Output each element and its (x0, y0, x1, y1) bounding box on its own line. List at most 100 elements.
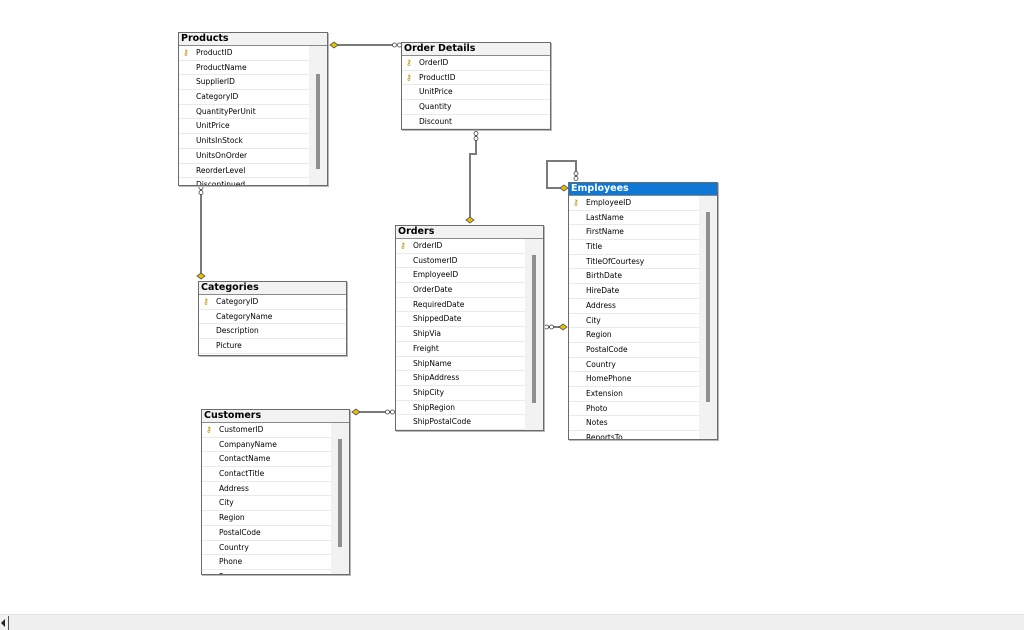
column-row[interactable]: ⚷CustomerID (202, 423, 331, 438)
column-name: Description (216, 326, 259, 336)
column-row[interactable]: UnitsOnOrder (179, 149, 309, 164)
horizontal-scrollbar[interactable] (0, 614, 1024, 630)
table-title[interactable]: Customers (202, 410, 349, 423)
column-row[interactable]: Country (202, 541, 331, 556)
column-row[interactable]: ⚷OrderID (396, 239, 525, 254)
column-row[interactable]: Discontinued (179, 178, 309, 185)
column-row[interactable]: ShipRegion (396, 401, 525, 416)
column-row[interactable]: Picture (199, 339, 346, 354)
column-row[interactable]: City (202, 496, 331, 512)
column-name: Fax (219, 572, 232, 574)
column-row[interactable]: LastName (569, 211, 699, 226)
column-row[interactable]: ShipVia (396, 327, 525, 342)
vertical-scrollbar[interactable] (309, 46, 327, 185)
column-name: OrderID (419, 58, 449, 67)
column-row[interactable]: TitleOfCourtesy (569, 255, 699, 270)
column-row[interactable]: ShippedDate (396, 312, 525, 328)
column-name: HomePhone (586, 374, 632, 384)
column-row[interactable]: FirstName (569, 225, 699, 241)
column-row[interactable]: Address (569, 299, 699, 314)
column-row[interactable]: HomePhone (569, 372, 699, 387)
column-row[interactable]: OrderDate (396, 283, 525, 298)
scrollbar-thumb[interactable] (338, 439, 342, 547)
column-row[interactable]: Description (199, 324, 346, 340)
column-row[interactable]: ContactTitle (202, 467, 331, 482)
column-name: CustomerID (413, 255, 458, 265)
column-row[interactable]: ReportsTo (569, 431, 699, 439)
column-row[interactable]: Notes (569, 416, 699, 431)
vertical-scrollbar[interactable] (699, 196, 717, 439)
column-row[interactable]: ShipAddress (396, 371, 525, 386)
column-row[interactable]: Region (569, 328, 699, 343)
column-row[interactable]: Title (569, 240, 699, 255)
vertical-scrollbar[interactable] (331, 423, 349, 574)
column-row[interactable]: Discount (402, 115, 550, 129)
column-row[interactable]: Country (569, 358, 699, 373)
scroll-left-arrow-icon (1, 619, 5, 627)
column-row[interactable]: CategoryName (199, 310, 346, 325)
column-row[interactable]: CompanyName (202, 438, 331, 453)
column-row[interactable]: Photo (569, 402, 699, 417)
column-row[interactable]: City (569, 314, 699, 329)
scrollbar-thumb[interactable] (316, 74, 320, 169)
column-row[interactable]: Quantity (402, 100, 550, 115)
table-title[interactable]: Orders (396, 226, 543, 239)
column-row[interactable]: ⚷ProductID (179, 46, 309, 61)
table-title[interactable]: Categories (199, 282, 346, 295)
column-name: City (219, 498, 234, 508)
column-row[interactable]: UnitPrice (179, 119, 309, 135)
column-row[interactable]: CategoryID (179, 90, 309, 105)
column-name: CategoryID (196, 92, 239, 102)
column-row[interactable]: ProductName (179, 61, 309, 76)
column-row[interactable]: UnitPrice (402, 85, 550, 101)
column-name: ProductID (196, 48, 233, 57)
column-name: City (586, 315, 601, 325)
table-title[interactable]: Products (179, 33, 327, 46)
column-row[interactable]: SupplierID (179, 75, 309, 91)
column-row[interactable]: BirthDate (569, 269, 699, 285)
column-row[interactable]: PostalCode (202, 526, 331, 541)
vertical-scrollbar[interactable] (525, 239, 543, 430)
link-order-details-orders[interactable] (469, 133, 477, 222)
scrollbar-thumb[interactable] (706, 212, 710, 402)
table-title[interactable]: Order Details (402, 43, 550, 56)
scroll-left-button[interactable] (0, 616, 9, 630)
column-row[interactable]: ⚷OrderID (402, 56, 550, 71)
column-row[interactable]: Phone (202, 555, 331, 570)
column-row[interactable]: Region (202, 511, 331, 526)
column-row[interactable]: Address (202, 482, 331, 497)
column-name: Region (219, 513, 245, 523)
column-row[interactable]: EmployeeID (396, 268, 525, 284)
column-row[interactable]: HireDate (569, 284, 699, 299)
column-row[interactable]: ⚷ProductID (402, 71, 550, 86)
column-name: HireDate (586, 286, 620, 296)
link-employees-self[interactable] (546, 160, 577, 189)
column-row[interactable]: ShipName (396, 357, 525, 372)
column-row[interactable]: Freight (396, 342, 525, 357)
column-row[interactable]: Extension (569, 387, 699, 402)
column-row[interactable]: QuantityPerUnit (179, 105, 309, 120)
column-row[interactable]: RequiredDate (396, 298, 525, 313)
column-row[interactable]: ReorderLevel (179, 164, 309, 179)
column-row[interactable]: ⚷CategoryID (199, 295, 346, 310)
column-row[interactable]: ⚷EmployeeID (569, 196, 699, 211)
column-row[interactable]: Fax (202, 570, 331, 574)
scrollbar-thumb[interactable] (532, 255, 536, 403)
table-title[interactable]: Employees (569, 183, 717, 196)
column-row[interactable]: ContactName (202, 452, 331, 468)
column-row[interactable]: ShipPostalCode (396, 415, 525, 430)
column-row[interactable]: PostalCode (569, 343, 699, 358)
column-name: ShipName (413, 358, 452, 368)
column-name: OrderDate (413, 285, 453, 295)
column-row[interactable]: UnitsInStock (179, 134, 309, 149)
column-row[interactable]: ShipCity (396, 386, 525, 401)
column-row[interactable]: CustomerID (396, 254, 525, 269)
